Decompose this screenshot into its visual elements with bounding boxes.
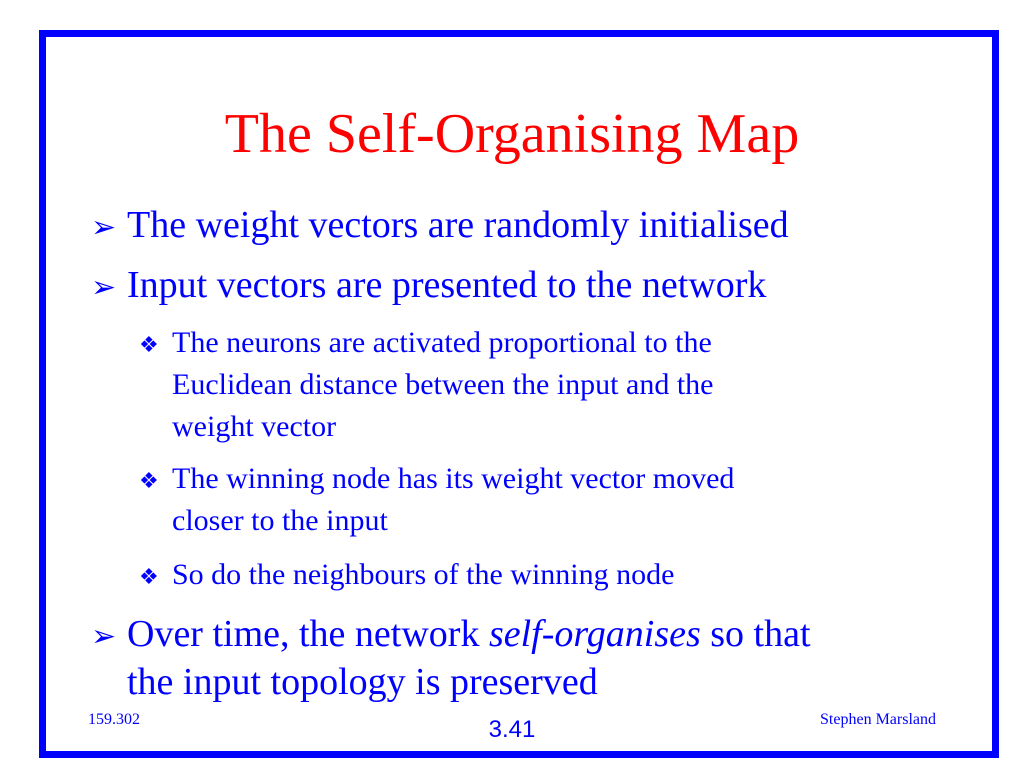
- bullet-input-vectors: ➢ Input vectors are presented to the netw…: [91, 263, 766, 310]
- footer-slide-number: 3.41: [488, 716, 536, 743]
- slide-title: The Self-Organising Map: [224, 103, 800, 165]
- sub-bullet-winning-node: ❖ The winning node has its weight vector …: [139, 458, 734, 503]
- bullet-text-after: so that: [700, 613, 811, 655]
- bullet-text: The weight vectors are randomly initiali…: [127, 204, 789, 246]
- bullet-continuation: the input topology is preserved: [127, 661, 598, 703]
- bullet-weights-initialised: ➢ The weight vectors are randomly initial…: [91, 203, 789, 250]
- sub-bullet-neurons-activated: ❖ The neurons are activated proportional …: [139, 322, 712, 367]
- sub-bullet-continuation: weight vector: [172, 410, 337, 443]
- footer-author: Stephen Marsland: [820, 711, 936, 728]
- diamond-bullet-icon: ❖: [139, 469, 159, 494]
- footer-course-code: 159.302: [88, 711, 140, 728]
- arrowhead-bullet-icon: ➢: [91, 619, 117, 654]
- sub-bullet-continuation: Euclidean distance between the input and…: [172, 368, 714, 401]
- bullet-text-before: Over time, the network: [127, 613, 489, 655]
- arrowhead-bullet-icon: ➢: [91, 210, 117, 245]
- diamond-bullet-icon: ❖: [139, 333, 159, 358]
- diamond-bullet-icon: ❖: [139, 565, 159, 590]
- sub-bullet-continuation: closer to the input: [172, 504, 388, 537]
- bullet-self-organises: ➢ Over time, the network self-organises s…: [91, 612, 811, 659]
- bullet-text: Input vectors are presented to the netwo…: [127, 264, 767, 306]
- sub-bullet-neighbours: ❖ So do the neighbours of the winning nod…: [139, 554, 674, 599]
- bullet-text-italic: self-organises: [488, 613, 701, 655]
- arrowhead-bullet-icon: ➢: [91, 270, 117, 305]
- sub-bullet-text: So do the neighbours of the winning node: [172, 558, 675, 591]
- sub-bullet-text: The neurons are activated proportional t…: [172, 326, 712, 359]
- slide-frame: [39, 30, 999, 758]
- sub-bullet-text: The winning node has its weight vector m…: [172, 462, 735, 495]
